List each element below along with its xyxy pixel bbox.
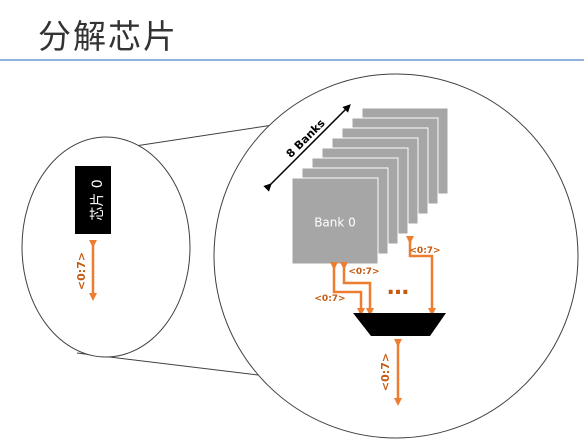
chip-bus-label: <0:7>: [75, 252, 88, 290]
mux: [353, 313, 446, 336]
bank1-bus: [340, 262, 374, 316]
bank-bus-label-0: <0:7>: [314, 294, 345, 304]
chip-label: 芯片 0: [90, 179, 106, 220]
title-underline: [0, 59, 584, 61]
bank-0: [291, 177, 379, 265]
ellipsis: …: [387, 275, 409, 300]
bank7-bus: [406, 236, 436, 316]
bank-bus-label-1: <0:7>: [348, 267, 379, 277]
bank-bus-label-2: <0:7>: [409, 246, 440, 256]
banks-count-arrow: [263, 104, 351, 192]
small-circle: [21, 136, 191, 358]
page-title: 分解芯片: [38, 17, 178, 56]
chip-block: [75, 166, 111, 234]
bank0-label: Bank 0: [314, 216, 356, 230]
output-bus-label: <0:7>: [379, 353, 392, 391]
